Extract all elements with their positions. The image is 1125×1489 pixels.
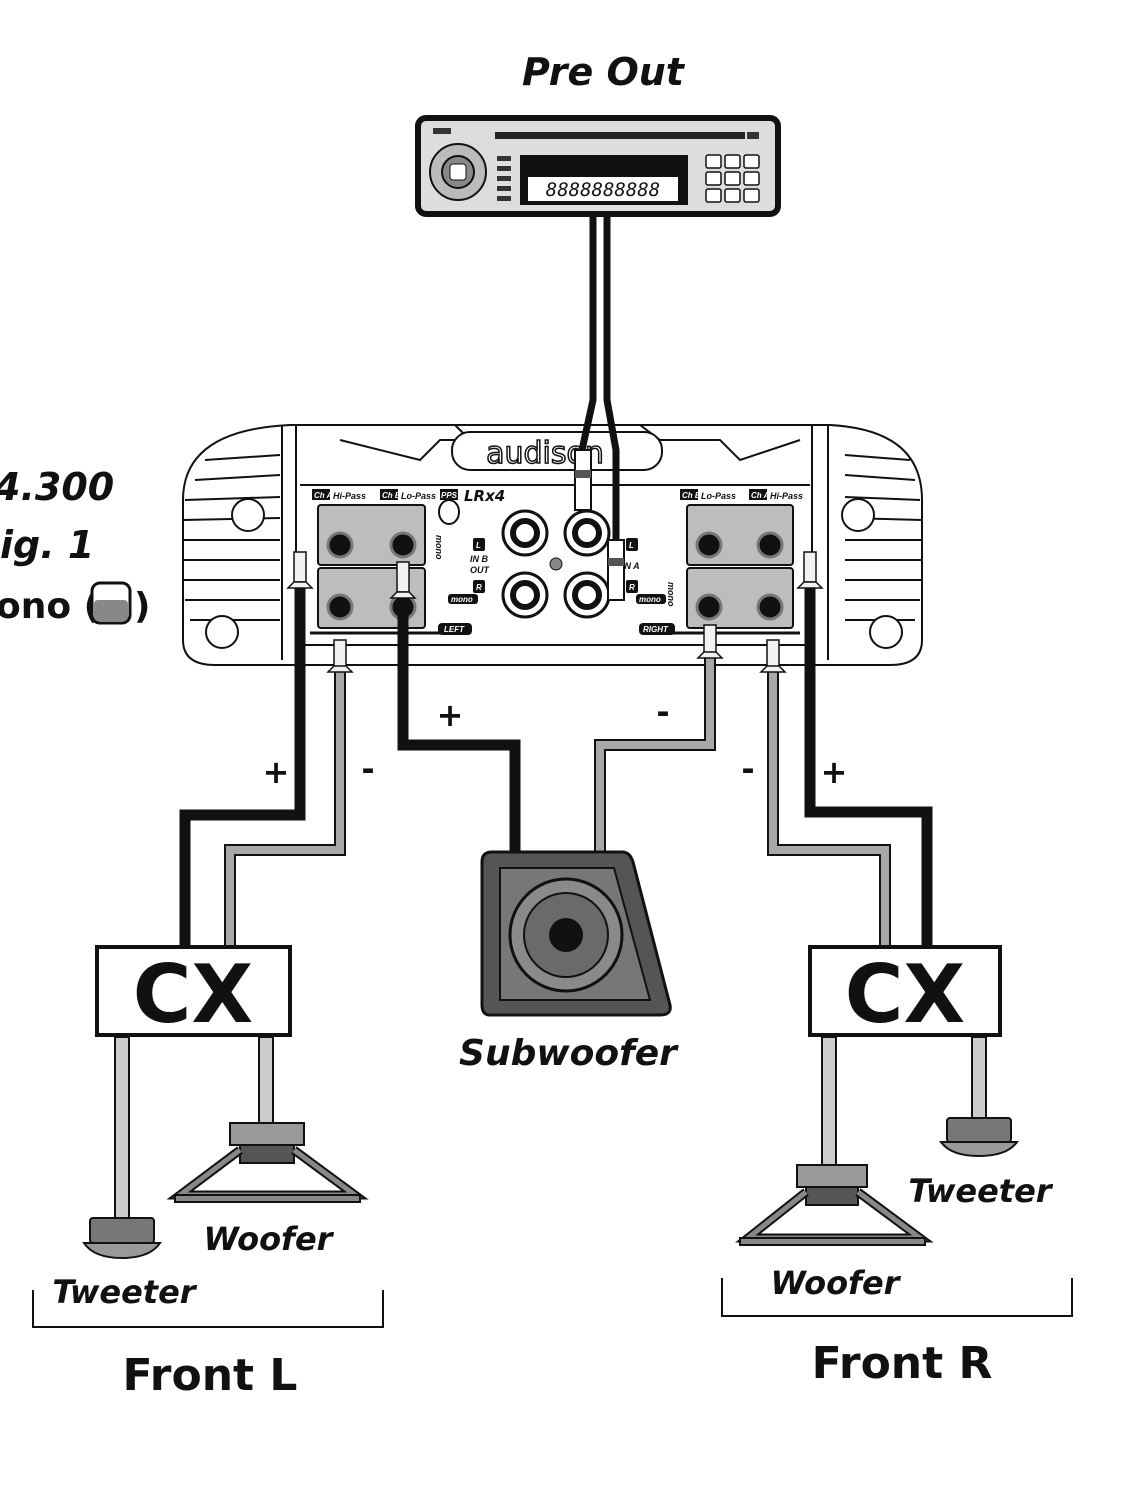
in-b-l-tag: L bbox=[476, 541, 481, 550]
left-channel-tag: LEFT bbox=[444, 625, 465, 634]
mono-close: ) bbox=[134, 586, 150, 627]
right-crossover-label: CX bbox=[845, 948, 965, 1041]
head-unit-display: 8888888888 bbox=[546, 179, 660, 201]
front-right-bracket bbox=[721, 1278, 1073, 1317]
right-minus-label: - bbox=[741, 750, 754, 788]
sub-minus-label: - bbox=[656, 693, 669, 731]
right-crossover bbox=[808, 945, 1002, 1037]
right-positive-wire bbox=[804, 585, 933, 945]
right-plus-label: + bbox=[821, 753, 848, 791]
in-b-r-tag: R bbox=[476, 583, 482, 592]
crossover-output-wires bbox=[114, 1036, 987, 1221]
lrx4-logo: LRx4 bbox=[464, 487, 505, 505]
rca-jacks bbox=[501, 509, 611, 619]
subwoofer-icon bbox=[480, 850, 672, 1017]
right-terminal-block bbox=[686, 504, 794, 629]
model-label: 4.300 bbox=[0, 465, 114, 509]
right-tweeter-label: Tweeter bbox=[908, 1172, 1053, 1210]
left-plus-label: + bbox=[263, 753, 290, 791]
left-tweeter-icon bbox=[82, 1217, 162, 1260]
in-a-r-tag: R bbox=[629, 583, 635, 592]
front-right-label: Front R bbox=[812, 1338, 993, 1389]
right-channel-tag: RIGHT bbox=[643, 625, 669, 634]
right-negative-wire bbox=[769, 665, 889, 945]
left-crossover bbox=[95, 945, 292, 1037]
right-cha-tag: Ch A bbox=[751, 491, 770, 500]
left-hipass-label: Hi-Pass bbox=[333, 491, 366, 501]
left-positive-wire bbox=[179, 585, 306, 945]
left-mono-vertical: mono bbox=[434, 535, 444, 560]
in-a-mono-tag: mono bbox=[639, 595, 661, 604]
left-negative-wire bbox=[226, 660, 344, 945]
left-woofer-icon bbox=[166, 1122, 369, 1203]
subwoofer-label: Subwoofer bbox=[459, 1033, 679, 1074]
figure-label: ig. 1 bbox=[0, 523, 94, 567]
front-left-label: Front L bbox=[123, 1350, 298, 1401]
in-a-l-tag: L bbox=[629, 541, 634, 550]
speaker-wires bbox=[179, 585, 933, 945]
wire-terminals bbox=[286, 551, 824, 673]
left-minus-label: - bbox=[361, 750, 374, 788]
right-woofer-label: Woofer bbox=[771, 1264, 902, 1302]
right-lopass-label: Lo-Pass bbox=[701, 491, 736, 501]
left-crossover-label: CX bbox=[133, 948, 253, 1041]
mono-switch-icon bbox=[90, 581, 132, 625]
head-unit: 8888888888 bbox=[415, 115, 781, 217]
in-a-label: IN A bbox=[622, 561, 640, 571]
sub-positive-wire bbox=[397, 600, 521, 855]
right-tweeter-icon bbox=[939, 1117, 1019, 1158]
pps-led bbox=[438, 499, 460, 525]
sub-negative-wire bbox=[596, 650, 714, 855]
right-hipass-label: Hi-Pass bbox=[770, 491, 803, 501]
left-lopass-label: Lo-Pass bbox=[401, 491, 436, 501]
left-cha-tag: Ch A bbox=[314, 491, 333, 500]
right-woofer-icon bbox=[735, 1164, 934, 1246]
left-woofer-label: Woofer bbox=[204, 1220, 335, 1258]
in-b-label: IN B bbox=[470, 554, 489, 564]
amplifier: audison Ch A Hi-Pass Ch B Lo-Pass PPS LR… bbox=[182, 424, 923, 666]
out-label: OUT bbox=[470, 565, 491, 575]
right-chb-tag: Ch B bbox=[682, 491, 701, 500]
front-left-bracket bbox=[32, 1290, 384, 1328]
pre-out-title: Pre Out bbox=[522, 50, 686, 94]
sub-plus-label: + bbox=[437, 696, 464, 734]
mono-label: ono ( bbox=[0, 586, 100, 627]
right-mono-vertical: mono bbox=[666, 582, 676, 607]
rca-cables bbox=[574, 215, 625, 601]
in-b-mono-tag: mono bbox=[451, 595, 473, 604]
pps-tag: PPS bbox=[441, 491, 458, 500]
left-chb-tag: Ch B bbox=[382, 491, 401, 500]
left-tweeter-label: Tweeter bbox=[52, 1273, 197, 1311]
